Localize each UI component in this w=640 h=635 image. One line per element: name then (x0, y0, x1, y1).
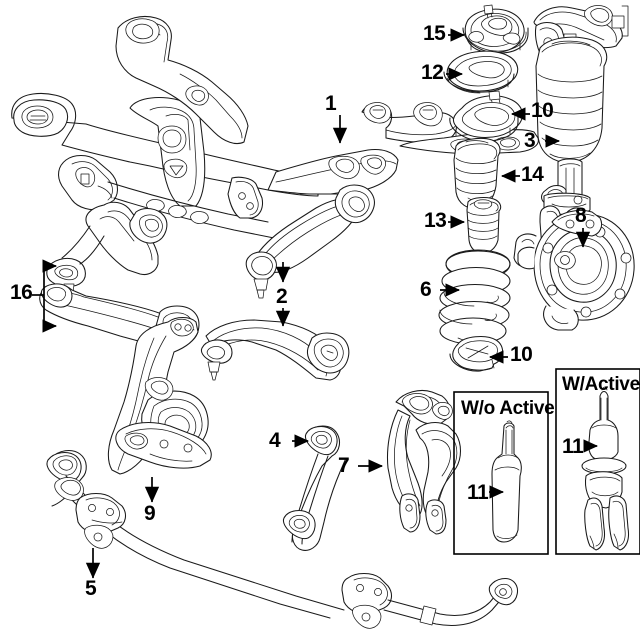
spring-seat-upper (449, 90, 524, 142)
lower-control-arm-rear (200, 319, 350, 381)
callout-label-9: 9 (144, 502, 156, 525)
callout-label-8: 8 (575, 204, 587, 227)
wheel-hub-bearing-assembly (513, 209, 635, 331)
callout-label-14: 14 (521, 163, 544, 186)
callout-label-5: 5 (85, 577, 97, 600)
stabilizer-bar-link (282, 425, 347, 551)
strut-upper-mount (462, 4, 529, 54)
dust-boot-shield (453, 137, 501, 209)
inset-wo-active (453, 391, 549, 555)
callout-leaders (32, 28, 599, 579)
callout-label-10-lower: 10 (510, 343, 533, 366)
callout-label-16: 16 (10, 281, 33, 304)
callout-label-15: 15 (423, 22, 446, 45)
inset-title-w-active: W/Active (562, 374, 640, 395)
callout-label-10-upper: 10 (531, 99, 554, 122)
callout-label-6: 6 (420, 278, 432, 301)
callout-label-12: 12 (421, 61, 444, 84)
coil-spring (438, 249, 511, 345)
callout-label-1: 1 (325, 92, 337, 115)
strut-mount-bearing (443, 50, 519, 94)
control-arm-link-upper (245, 184, 375, 299)
callout-label-2: 2 (276, 285, 288, 308)
steering-knuckle (107, 316, 212, 475)
callout-label-7: 7 (338, 454, 350, 477)
front-subframe-crossmember (11, 15, 539, 239)
callout-label-11-w-active: 11 (562, 435, 584, 458)
callout-label-3: 3 (524, 129, 536, 152)
steering-knuckle-bracket (387, 389, 462, 535)
inset-w-active (555, 368, 640, 555)
callout-label-13: 13 (424, 209, 447, 232)
callout-label-11-wo-active: 11 (467, 481, 489, 504)
callout-label-4: 4 (269, 429, 281, 452)
stabilizer-bar (46, 449, 519, 629)
jounce-bumper-stop (466, 197, 502, 254)
inset-title-wo-active: W/o Active (461, 398, 555, 419)
